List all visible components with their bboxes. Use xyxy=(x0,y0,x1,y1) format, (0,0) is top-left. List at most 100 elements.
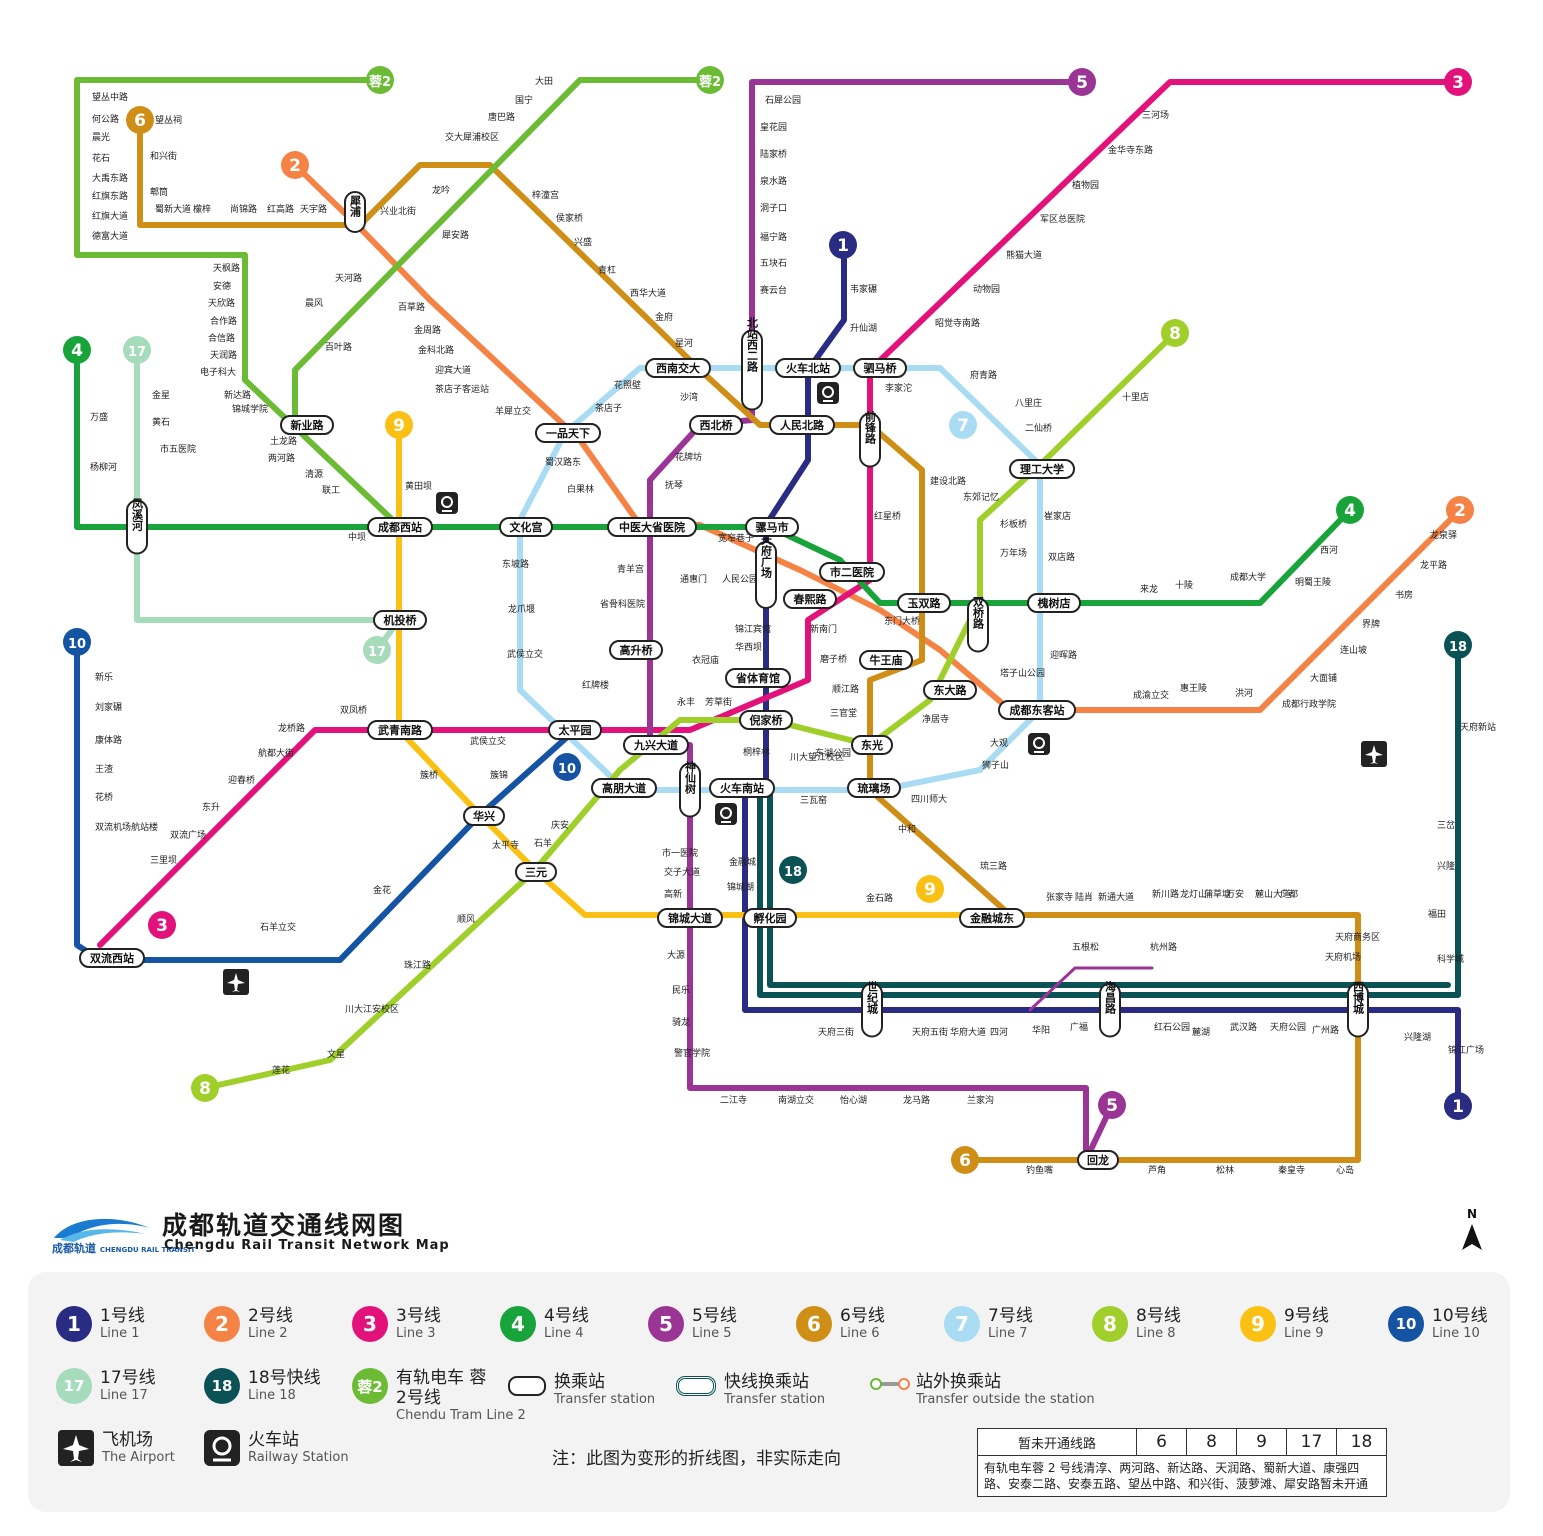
transfer-station[interactable]: 锦城大道 xyxy=(657,908,723,928)
transfer-station[interactable]: 倪家桥 xyxy=(739,710,793,730)
legend-line-cn: 8号线 xyxy=(1136,1306,1181,1326)
station-label: 航都大街 xyxy=(258,747,294,759)
transfer-station[interactable]: 北站西二路 xyxy=(741,316,763,411)
station-label: 武侯立交 xyxy=(507,648,543,660)
line-4-route xyxy=(74,347,1353,606)
transfer-station-label: 火车北站 xyxy=(786,361,830,375)
line-badge: 1 xyxy=(829,231,857,259)
transfer-station[interactable]: 西北桥 xyxy=(689,415,743,435)
legend-railway-cn: 火车站 xyxy=(248,1430,299,1450)
transfer-station[interactable]: 高升桥 xyxy=(609,640,663,660)
line-badge: 蓉2 xyxy=(696,66,724,94)
transfer-station[interactable]: 火车南站 xyxy=(709,778,775,798)
station-label: 石羊立交 xyxy=(260,921,296,933)
station-label: 张家寺 xyxy=(1046,891,1073,903)
airport-icon xyxy=(223,969,249,995)
transfer-station[interactable]: 市二医院 xyxy=(819,562,885,582)
station-label: 秦皇寺 xyxy=(1278,1164,1305,1176)
station-label: 兴业北街 xyxy=(380,205,416,217)
transfer-station[interactable]: 犀浦 xyxy=(344,191,366,233)
station-label: 太平寺 xyxy=(492,839,519,851)
station-label: 华西坝 xyxy=(735,641,762,653)
line-3-route xyxy=(97,79,1461,948)
station-label: 双流广场 xyxy=(170,829,206,841)
station-label: 三官堂 xyxy=(830,707,857,719)
station-label: 杭州路 xyxy=(1150,941,1177,953)
transfer-station[interactable]: 人民北路 xyxy=(769,415,835,435)
station-label: 泉水路 xyxy=(760,175,787,187)
transfer-station[interactable]: 骡马市 xyxy=(745,517,799,537)
transfer-station[interactable]: 西南交大 xyxy=(645,358,711,378)
transfer-station[interactable]: 东光 xyxy=(851,735,893,755)
legend-transfer-cn: 换乘站 xyxy=(554,1372,605,1392)
station-label: 磨子桥 xyxy=(820,653,847,665)
map-subtitle: Chengdu Rail Transit Network Map xyxy=(164,1238,450,1253)
transfer-station[interactable]: 机投桥 xyxy=(373,610,427,630)
transfer-station-label: 东大路 xyxy=(934,683,968,697)
line-badge-label: 17 xyxy=(128,345,146,360)
line-badge-label: 7 xyxy=(957,416,969,436)
unopened-lines-row: 暂未开通线路 6 8 9 17 18 xyxy=(978,1429,1386,1456)
transfer-station[interactable]: 牛王庙 xyxy=(859,650,913,670)
transfer-station[interactable]: 前锋路 xyxy=(859,410,881,468)
transfer-station[interactable]: 一品天下 xyxy=(535,423,601,443)
transfer-station[interactable]: 玉双路 xyxy=(897,593,951,613)
legend-line-en: Line 2 xyxy=(248,1326,288,1341)
transfer-station[interactable]: 驷马桥 xyxy=(853,358,907,378)
transfer-station[interactable]: 回龙 xyxy=(1077,1150,1119,1170)
station-label: 天府公园 xyxy=(1270,1021,1306,1033)
transfer-station[interactable]: 九兴大道 xyxy=(623,735,689,755)
transfer-station[interactable]: 中医大省医院 xyxy=(607,517,697,537)
station-label: 蜀汉路东 xyxy=(545,456,581,468)
station-label: 府青路 xyxy=(970,369,997,381)
railway-station-icon xyxy=(436,492,458,514)
transfer-station[interactable]: 西博城 xyxy=(1347,981,1369,1038)
transfer-station-label: 双流西站 xyxy=(90,951,134,965)
transfer-station[interactable]: 华兴 xyxy=(463,806,505,826)
transfer-station-label: 西南交大 xyxy=(656,361,700,375)
transfer-station[interactable]: 火车北站 xyxy=(775,358,841,378)
transfer-station[interactable]: 高朋大道 xyxy=(591,778,657,798)
transfer-station-label: 高朋大道 xyxy=(602,781,646,795)
transfer-station[interactable]: 凤溪河 xyxy=(126,498,148,555)
transfer-station[interactable]: 理工大学 xyxy=(1009,459,1075,479)
legend-line-en: Line 5 xyxy=(692,1326,732,1341)
transfer-station[interactable]: 成都东客站 xyxy=(998,700,1076,720)
line-badge-label: 蓉2 xyxy=(699,74,721,90)
transfer-station[interactable]: 春熙路 xyxy=(783,589,837,609)
transfer-station[interactable]: 太平园 xyxy=(548,720,602,740)
transfer-station[interactable]: 双流西站 xyxy=(79,948,145,968)
transfer-station[interactable]: 双桥路 xyxy=(967,596,989,653)
line-badge: 6 xyxy=(951,1146,979,1174)
transfer-station[interactable]: 孵化园 xyxy=(743,908,797,928)
transfer-station[interactable]: 槐树店 xyxy=(1027,593,1081,613)
transfer-station[interactable]: 神仙树 xyxy=(679,760,701,818)
transfer-station[interactable]: 海昌路 xyxy=(1099,980,1121,1038)
transfer-station[interactable]: 省体育馆 xyxy=(725,668,791,688)
station-label: 五块石 xyxy=(760,257,787,269)
transfer-station[interactable]: 新业路 xyxy=(280,415,334,435)
transfer-station[interactable]: 琉璃场 xyxy=(847,778,901,798)
station-label: 花桥 xyxy=(95,791,113,803)
transfer-station[interactable]: 金融城东 xyxy=(959,908,1025,928)
transfer-station[interactable]: 文化宫 xyxy=(499,517,553,537)
transfer-station[interactable]: 世纪城 xyxy=(861,980,883,1038)
transfer-station[interactable]: 武青南路 xyxy=(367,720,433,740)
station-label: 锦城湖 xyxy=(727,881,754,893)
legend-express-cn: 快线换乘站 xyxy=(724,1372,809,1392)
transfer-station[interactable]: 成都西站 xyxy=(367,517,433,537)
station-label: 洪河 xyxy=(1235,687,1253,699)
transfer-station-label: 高升桥 xyxy=(620,643,654,657)
legend-line-en: Line 3 xyxy=(396,1326,436,1341)
transfer-station[interactable]: 东大路 xyxy=(923,680,977,700)
network-map: 望丛祠和兴街郫筒蜀新大道檬梓尚锦路红高路天宇路望丛中路何公路晨光花石大禹东路红旗… xyxy=(63,66,1496,1176)
station-label: 华阳 xyxy=(1032,1024,1050,1036)
transfer-station[interactable]: 天府广场 xyxy=(755,534,777,609)
line-badge: 2 xyxy=(1446,496,1474,524)
transfer-station[interactable]: 三元 xyxy=(515,862,557,882)
station-label: 洞子口 xyxy=(760,203,787,214)
